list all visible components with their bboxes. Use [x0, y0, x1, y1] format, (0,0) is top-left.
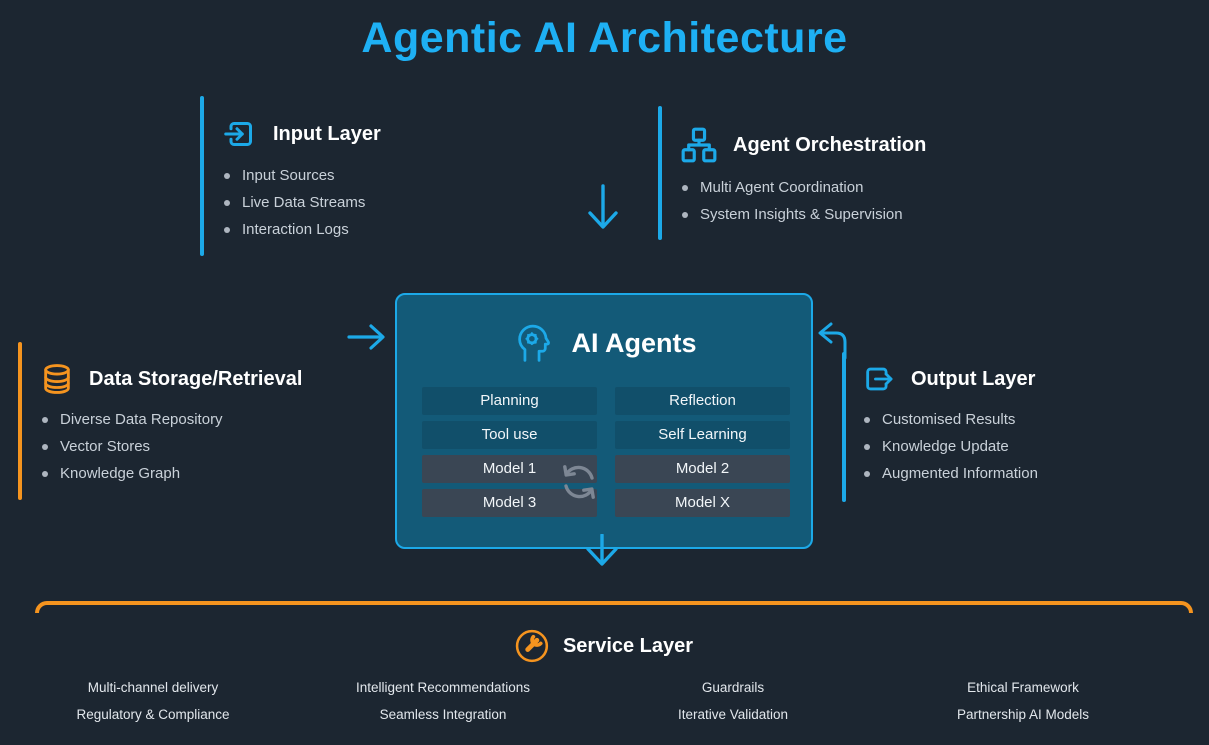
- sitemap-icon: [681, 127, 717, 163]
- wrench-circle-icon: [515, 629, 549, 663]
- data-storage-item: Diverse Data Repository: [40, 410, 302, 430]
- arrow-into-box-icon: [224, 122, 252, 146]
- capability-cell: Tool use: [422, 421, 597, 449]
- input-layer-item: Input Sources: [222, 166, 381, 186]
- input-layer-section: Input Layer Input Sources Live Data Stre…: [200, 96, 381, 256]
- data-storage-title: Data Storage/Retrieval: [89, 367, 303, 390]
- ai-agents-title: AI Agents: [571, 327, 697, 358]
- model-cell: Model 1: [422, 455, 597, 483]
- page-title: Agentic AI Architecture: [361, 14, 848, 62]
- input-layer-bracket: [200, 96, 204, 256]
- flow-arrow-left-elbow-icon: [818, 322, 847, 360]
- service-layer-bracket: [35, 601, 1193, 613]
- output-layer-item: Knowledge Update: [862, 437, 1038, 457]
- input-layer-item: Live Data Streams: [222, 193, 381, 213]
- flow-arrow-down-top-icon: [588, 184, 618, 229]
- output-layer-title: Output Layer: [911, 367, 1036, 390]
- output-layer-item: Customised Results: [862, 410, 1038, 430]
- head-gear-icon: [518, 324, 551, 362]
- data-storage-item: Vector Stores: [40, 437, 302, 457]
- service-item: Iterative Validation: [677, 707, 789, 722]
- sync-arrows-icon: [563, 465, 595, 499]
- input-layer-item: Interaction Logs: [222, 220, 381, 240]
- capability-cell: Reflection: [615, 387, 790, 415]
- capability-cell: Planning: [422, 387, 597, 415]
- data-storage-item: Knowledge Graph: [40, 464, 302, 484]
- flow-arrow-right-icon: [347, 324, 385, 350]
- agent-orchestration-item: Multi Agent Coordination: [680, 178, 926, 198]
- input-layer-title: Input Layer: [273, 122, 381, 145]
- data-storage-bracket: [18, 342, 22, 500]
- service-item: Seamless Integration: [379, 707, 507, 722]
- agent-orchestration-item: System Insights & Supervision: [680, 205, 926, 225]
- agent-orchestration-bracket: [658, 106, 662, 240]
- ai-agents-box: AI Agents Planning Reflection Tool use S…: [395, 293, 813, 549]
- output-layer-bracket: [842, 352, 846, 502]
- flow-arrow-down-bottom-icon: [586, 534, 618, 566]
- service-item: Guardrails: [701, 680, 765, 695]
- agent-orchestration-title: Agent Orchestration: [733, 133, 927, 156]
- service-item: Intelligent Recommendations: [355, 680, 531, 695]
- capability-cell: Self Learning: [615, 421, 790, 449]
- service-item: Regulatory & Compliance: [76, 707, 230, 722]
- arrow-out-of-box-icon: [866, 367, 893, 391]
- output-layer-item: Augmented Information: [862, 464, 1038, 484]
- output-layer-section: Output Layer Customised Results Knowledg…: [842, 352, 1038, 502]
- model-cell: Model X: [615, 489, 790, 517]
- database-icon: [44, 364, 70, 394]
- service-item: Ethical Framework: [967, 680, 1079, 695]
- service-item: Partnership AI Models: [956, 707, 1090, 722]
- model-cell: Model 2: [615, 455, 790, 483]
- service-layer-title: Service Layer: [562, 634, 694, 657]
- service-item: Multi-channel delivery: [87, 680, 219, 695]
- data-storage-section: Data Storage/Retrieval Diverse Data Repo…: [18, 342, 303, 500]
- model-cell: Model 3: [422, 489, 597, 517]
- agent-orchestration-section: Agent Orchestration Multi Agent Coordina…: [658, 106, 927, 240]
